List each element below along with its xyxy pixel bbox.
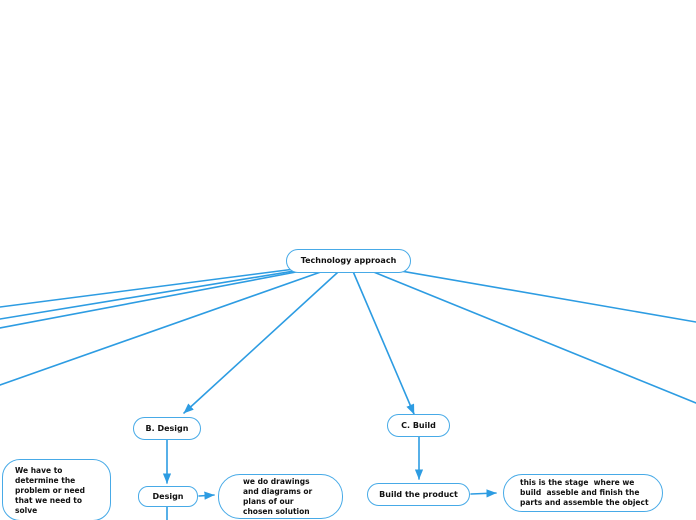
- node-build-the-product[interactable]: Build the product: [367, 483, 470, 506]
- edge-root-offscreen-left-4: [0, 261, 350, 386]
- edge-root-offscreen-right-1: [348, 261, 696, 323]
- node-design[interactable]: Design: [138, 486, 198, 507]
- edge-root-offscreen-right-2: [348, 261, 696, 404]
- node-b-design[interactable]: B. Design: [133, 417, 201, 440]
- edge-build-product-build-note: [470, 489, 497, 498]
- node-c-build[interactable]: C. Build: [387, 414, 450, 437]
- edge-design-design-note: [198, 491, 215, 500]
- note-build-description[interactable]: this is the stage where we build asseble…: [503, 474, 663, 512]
- edge-root-b-design: [183, 261, 350, 414]
- edge-root-c-build: [348, 261, 415, 415]
- edge-root-offscreen-left-3: [0, 261, 350, 329]
- node-technology-approach[interactable]: Technology approach: [286, 249, 411, 273]
- note-design-description[interactable]: we do drawings and diagrams or plans of …: [218, 474, 343, 519]
- note-problem-statement[interactable]: We have to determine the problem or need…: [2, 459, 111, 520]
- edge-root-offscreen-left-2: [0, 261, 350, 320]
